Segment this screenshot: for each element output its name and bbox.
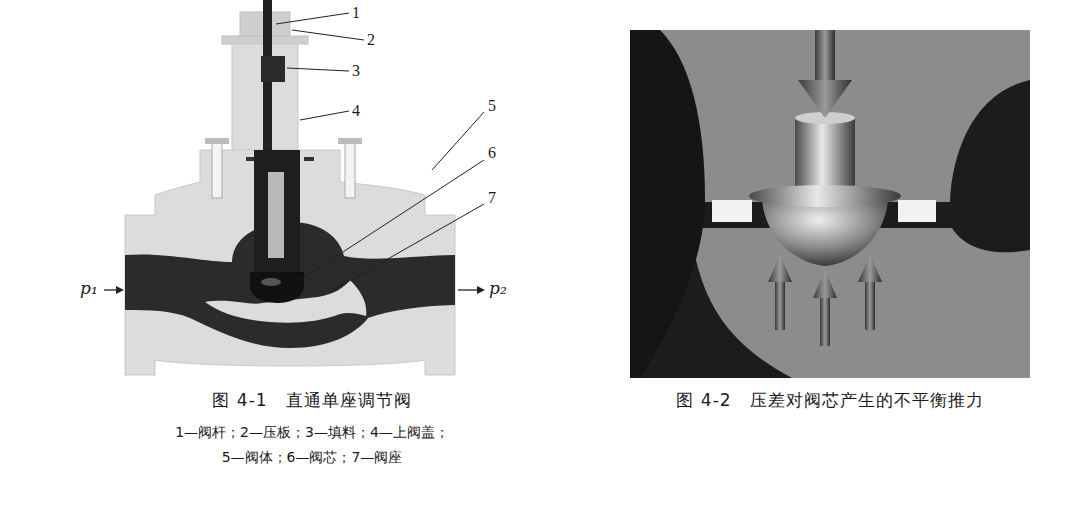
callout-number: 7 — [488, 188, 496, 207]
figure-caption: 图 4-1 直通单座调节阀 — [212, 390, 411, 410]
figure-caption: 图 4-2 压差对阀芯产生的不平衡推力 — [676, 390, 983, 410]
callout-number: 3 — [352, 61, 360, 80]
part-legend: 1—阀杆；2—压板；3—填料；4—上阀盖； — [175, 424, 449, 441]
callout-number: 1 — [352, 3, 360, 22]
callout-number: 6 — [488, 143, 496, 162]
pressure-label: p₁ — [80, 278, 98, 298]
callout-number: 4 — [352, 101, 360, 120]
leader-lines — [276, 13, 484, 292]
callout-number: 5 — [488, 96, 496, 115]
pressure-label: p₂ — [489, 278, 507, 298]
part-legend: 5—阀体；6—阀芯；7—阀座 — [222, 449, 403, 466]
flow-arrows — [104, 286, 485, 294]
valve-section — [104, 0, 485, 375]
callout-number: 2 — [367, 30, 375, 49]
pressure-rendering — [630, 30, 1030, 378]
